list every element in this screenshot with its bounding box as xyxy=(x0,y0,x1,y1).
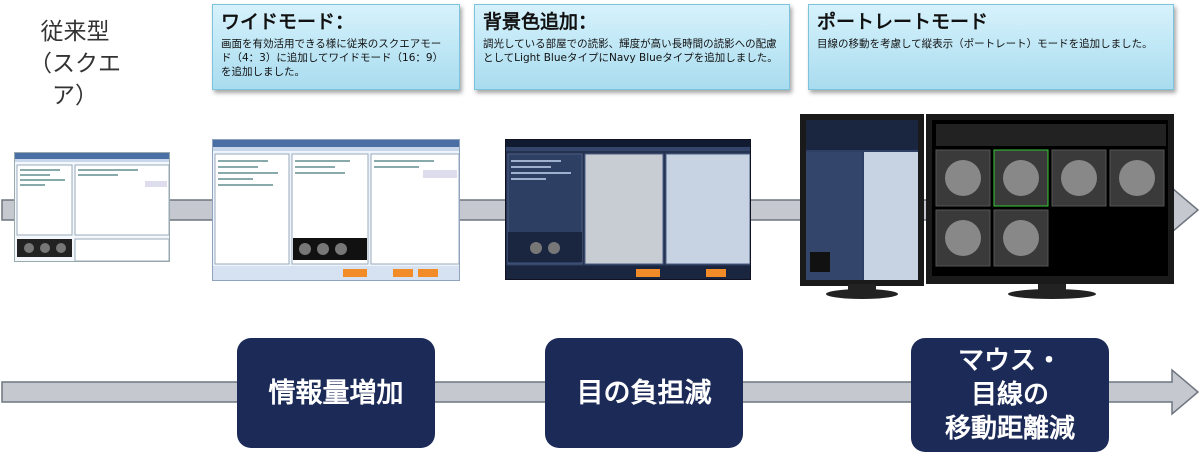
callout-portrait-mode: ポートレートモード 目線の移動を考慮して縦表示（ポートレート）モードを追加しまし… xyxy=(808,4,1174,90)
callout-background-color: 背景色追加： 調光している部屋での読影、輝度が高い長時間の読影への配慮としてLi… xyxy=(474,4,790,90)
legacy-square-screenshot xyxy=(14,152,170,262)
benefit-eye-strain-reduction: 目の負担減 xyxy=(545,338,743,448)
benefit-information-increase: 情報量増加 xyxy=(237,338,435,448)
callout-wide-mode-title: ワイドモード： xyxy=(221,11,355,33)
portrait-monitor-setup xyxy=(800,114,1174,299)
navy-mode-screenshot xyxy=(505,139,751,280)
callout-wide-mode: ワイドモード： 画面を有効活用できる様に従来のスクエアモード（4：3）に追加して… xyxy=(212,4,460,90)
callout-background-color-body: 調光している部屋での読影、輝度が高い長時間の読影への配慮としてLight Blu… xyxy=(483,38,778,64)
callout-background-color-title: 背景色追加： xyxy=(483,11,598,33)
wide-mode-screenshot xyxy=(212,139,460,281)
benefit-movement-reduction: マウス・ 目線の 移動距離減 xyxy=(911,338,1109,452)
callout-wide-mode-body: 画面を有効活用できる様に従来のスクエアモード（4：3）に追加してワイドモード（1… xyxy=(221,38,444,78)
callout-portrait-mode-title: ポートレートモード xyxy=(817,11,989,33)
callout-portrait-mode-body: 目線の移動を考慮して縦表示（ポートレート）モードを追加しました。 xyxy=(817,38,1153,50)
legacy-square-label: 従来型 （スクエア） xyxy=(29,19,121,109)
